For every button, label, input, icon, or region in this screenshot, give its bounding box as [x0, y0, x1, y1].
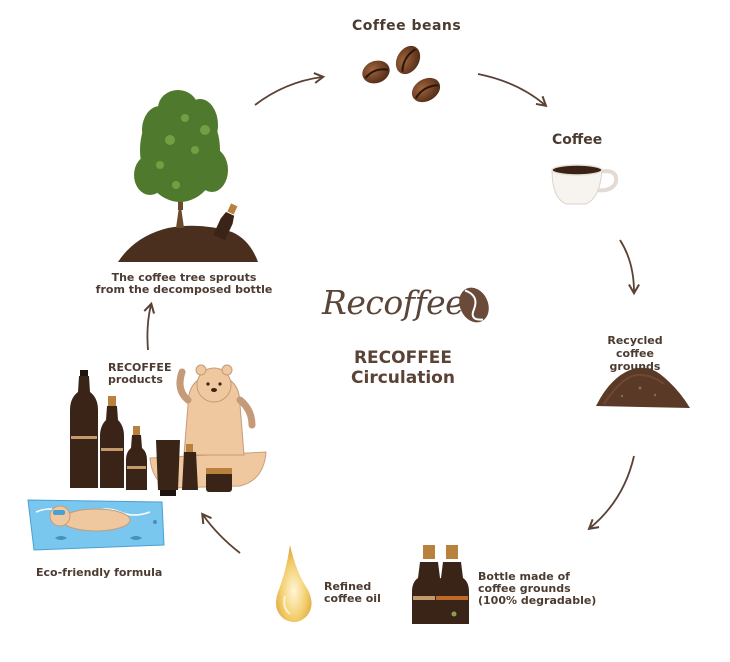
coffee-oil-drop-icon: [276, 545, 312, 623]
label-tree-sprouts: The coffee tree sprouts from the decompo…: [95, 271, 273, 296]
arrow-products-to-tree: [143, 301, 156, 351]
coffee-tree-icon: [118, 90, 258, 262]
bear-illustration: [176, 364, 256, 456]
recoffee-logo: Recoffee: [322, 283, 465, 322]
coffee-cup-icon: [551, 164, 619, 205]
swimming-bear-illustration: [49, 505, 131, 532]
coffee-grounds-pile-icon: [596, 367, 690, 408]
circulation-title: RECOFFEE Circulation: [351, 348, 455, 388]
arrow-beans-to-coffee: [477, 73, 548, 108]
coffee-beans-icon: [362, 45, 441, 103]
label-coffee-beans: Coffee beans: [352, 18, 462, 34]
degradable-bottles-icon: [412, 545, 469, 624]
label-eco-formula: Eco-friendly formula: [36, 566, 163, 579]
recoffee-products-icon: [27, 364, 267, 551]
label-degradable-bottle: Bottle made of coffee grounds (100% degr…: [478, 570, 597, 607]
label-refined-oil: Refined coffee oil: [324, 580, 381, 605]
arrow-grounds-to-bottle: [587, 455, 635, 531]
arrow-oil-to-products: [201, 512, 241, 554]
label-coffee: Coffee: [552, 132, 603, 148]
arrow-tree-to-beans: [254, 72, 326, 106]
label-recoffee-products: RECOFFEE products: [108, 361, 172, 386]
arrow-coffee-to-grounds: [619, 239, 640, 296]
label-recycled-grounds: Recycled coffee grounds: [607, 334, 663, 373]
